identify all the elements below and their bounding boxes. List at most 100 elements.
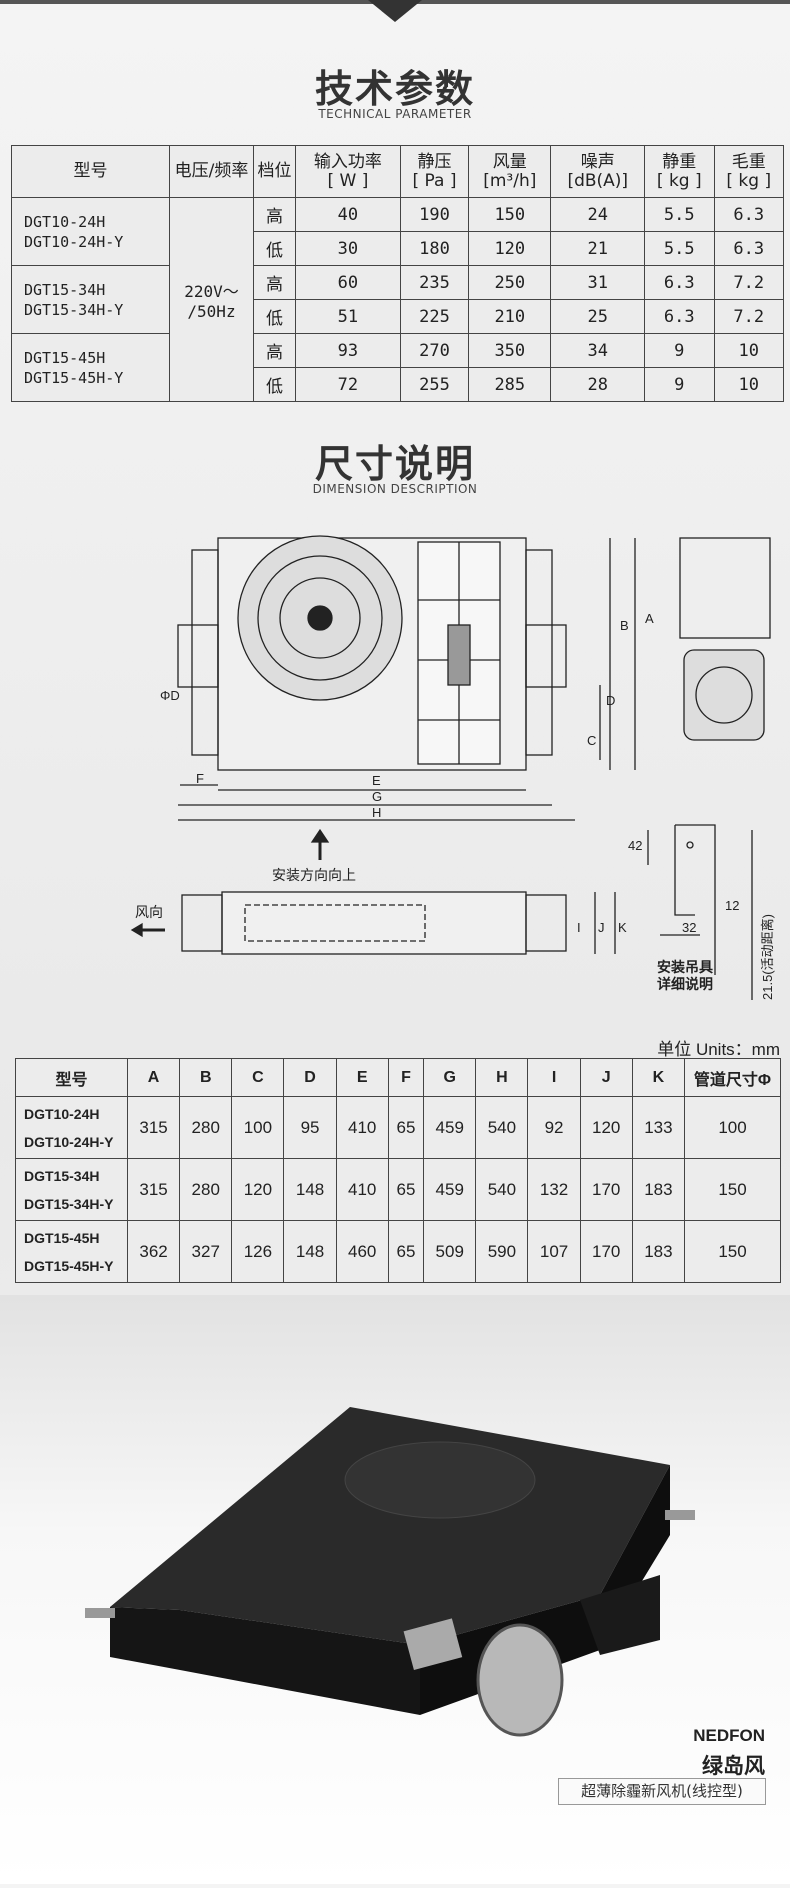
power-cell: 72: [295, 367, 401, 402]
dimension-cell: 170: [579, 1220, 633, 1283]
airflow-cell: 150: [468, 197, 552, 232]
header-k: K: [631, 1058, 686, 1097]
header-f: F: [387, 1058, 425, 1097]
voltage-cell: 220V～ /50Hz: [169, 197, 254, 402]
pressure-cell: 180: [399, 231, 470, 266]
gross-cell: 7.2: [713, 265, 785, 300]
dimension-cell: 459: [423, 1096, 477, 1159]
dimension-cell: 183: [631, 1220, 686, 1283]
dimension-cell: 133: [631, 1096, 686, 1159]
noise-cell: 24: [550, 197, 646, 232]
net-cell: 5.5: [644, 197, 715, 232]
dim-label-c: C: [587, 733, 596, 748]
header-model: 型号: [15, 1058, 128, 1097]
dimension-cell: 132: [527, 1158, 581, 1221]
header-net-weight: 静重[ kg ]: [644, 145, 715, 198]
header-power: 输入功率[ W ]: [295, 145, 401, 198]
dimension-drawing: A B C D E F G H I J K ΦD 安装方向向上 风向 安装吊具 …: [130, 535, 775, 1000]
header-gear: 档位: [253, 145, 296, 198]
dimension-cell: 459: [423, 1158, 477, 1221]
top-view: [177, 535, 636, 821]
power-cell: 40: [295, 197, 401, 232]
dimension-cell: 120: [579, 1096, 633, 1159]
dimension-cell: 148: [283, 1158, 337, 1221]
dimension-cell: 410: [335, 1096, 389, 1159]
dim-label-b: B: [620, 618, 629, 633]
install-direction-label: 安装方向向上: [272, 867, 356, 883]
hanger-label-2: 详细说明: [657, 976, 713, 992]
section-subtitle-tech: TECHNICAL PARAMETER: [318, 107, 472, 121]
noise-cell: 28: [550, 367, 646, 402]
dim-label-j: J: [598, 920, 605, 935]
power-cell: 60: [295, 265, 401, 300]
dimension-cell: 100: [231, 1096, 285, 1159]
header-model: 型号: [11, 145, 170, 198]
gross-cell: 10: [713, 333, 785, 368]
dimension-cell: 280: [179, 1158, 233, 1221]
dimension-cell: 280: [179, 1096, 233, 1159]
header-voltage: 电压/频率: [169, 145, 254, 198]
dimension-cell: 150: [684, 1220, 781, 1283]
gear-cell: 低: [253, 299, 296, 334]
dimension-cell: 65: [387, 1220, 425, 1283]
dimension-cell: 540: [475, 1096, 529, 1159]
airflow-cell: 120: [468, 231, 552, 266]
dimension-cell: 126: [231, 1220, 285, 1283]
power-cell: 93: [295, 333, 401, 368]
table-header-row: 型号 电压/频率 档位 输入功率[ W ] 静压[ Pa ] 风量[m³/h] …: [11, 145, 785, 198]
airflow-cell: 250: [468, 265, 552, 300]
dimension-cell: 107: [527, 1220, 581, 1283]
dimension-cell: 460: [335, 1220, 389, 1283]
header-i: I: [527, 1058, 581, 1097]
gear-cell: 高: [253, 197, 296, 232]
units-label: 单位 Units：mm: [657, 1040, 780, 1059]
header-duct-size: 管道尺寸Φ: [684, 1058, 781, 1097]
gross-cell: 7.2: [713, 299, 785, 334]
gear-cell: 低: [253, 367, 296, 402]
pressure-cell: 225: [399, 299, 470, 334]
dimension-cell: 100: [684, 1096, 781, 1159]
power-cell: 51: [295, 299, 401, 334]
dim-label-a: A: [645, 611, 654, 626]
brand-logo-cn: 绿岛风: [702, 1754, 765, 1778]
noise-cell: 25: [550, 299, 646, 334]
section-title-tech: 技术参数: [314, 67, 475, 111]
dimension-cell: 410: [335, 1158, 389, 1221]
header-d: D: [283, 1058, 337, 1097]
dim-label-d: D: [606, 693, 615, 708]
gross-cell: 6.3: [713, 231, 785, 266]
pressure-cell: 235: [399, 265, 470, 300]
gear-cell: 高: [253, 265, 296, 300]
dim-label-i: I: [577, 920, 581, 935]
gear-cell: 低: [253, 231, 296, 266]
top-notch-decoration: [368, 0, 422, 22]
header-gross-weight: 毛重[ kg ]: [713, 145, 785, 198]
noise-cell: 31: [550, 265, 646, 300]
dim-label-h: H: [372, 805, 381, 820]
dimension-cell: 590: [475, 1220, 529, 1283]
dimension-cell: 509: [423, 1220, 477, 1283]
section-subtitle-dimension: DIMENSION DESCRIPTION: [312, 482, 478, 496]
dimension-cell: 65: [387, 1158, 425, 1221]
net-cell: 9: [644, 333, 715, 368]
dim-42: 42: [628, 838, 642, 853]
airflow-cell: 210: [468, 299, 552, 334]
hanger-label-1: 安装吊具: [657, 959, 713, 975]
net-cell: 6.3: [644, 265, 715, 300]
gross-cell: 10: [713, 367, 785, 402]
airflow-cell: 350: [468, 333, 552, 368]
wind-direction-label: 风向: [135, 904, 163, 920]
brand-logo-en: NEDFON: [693, 1726, 765, 1745]
